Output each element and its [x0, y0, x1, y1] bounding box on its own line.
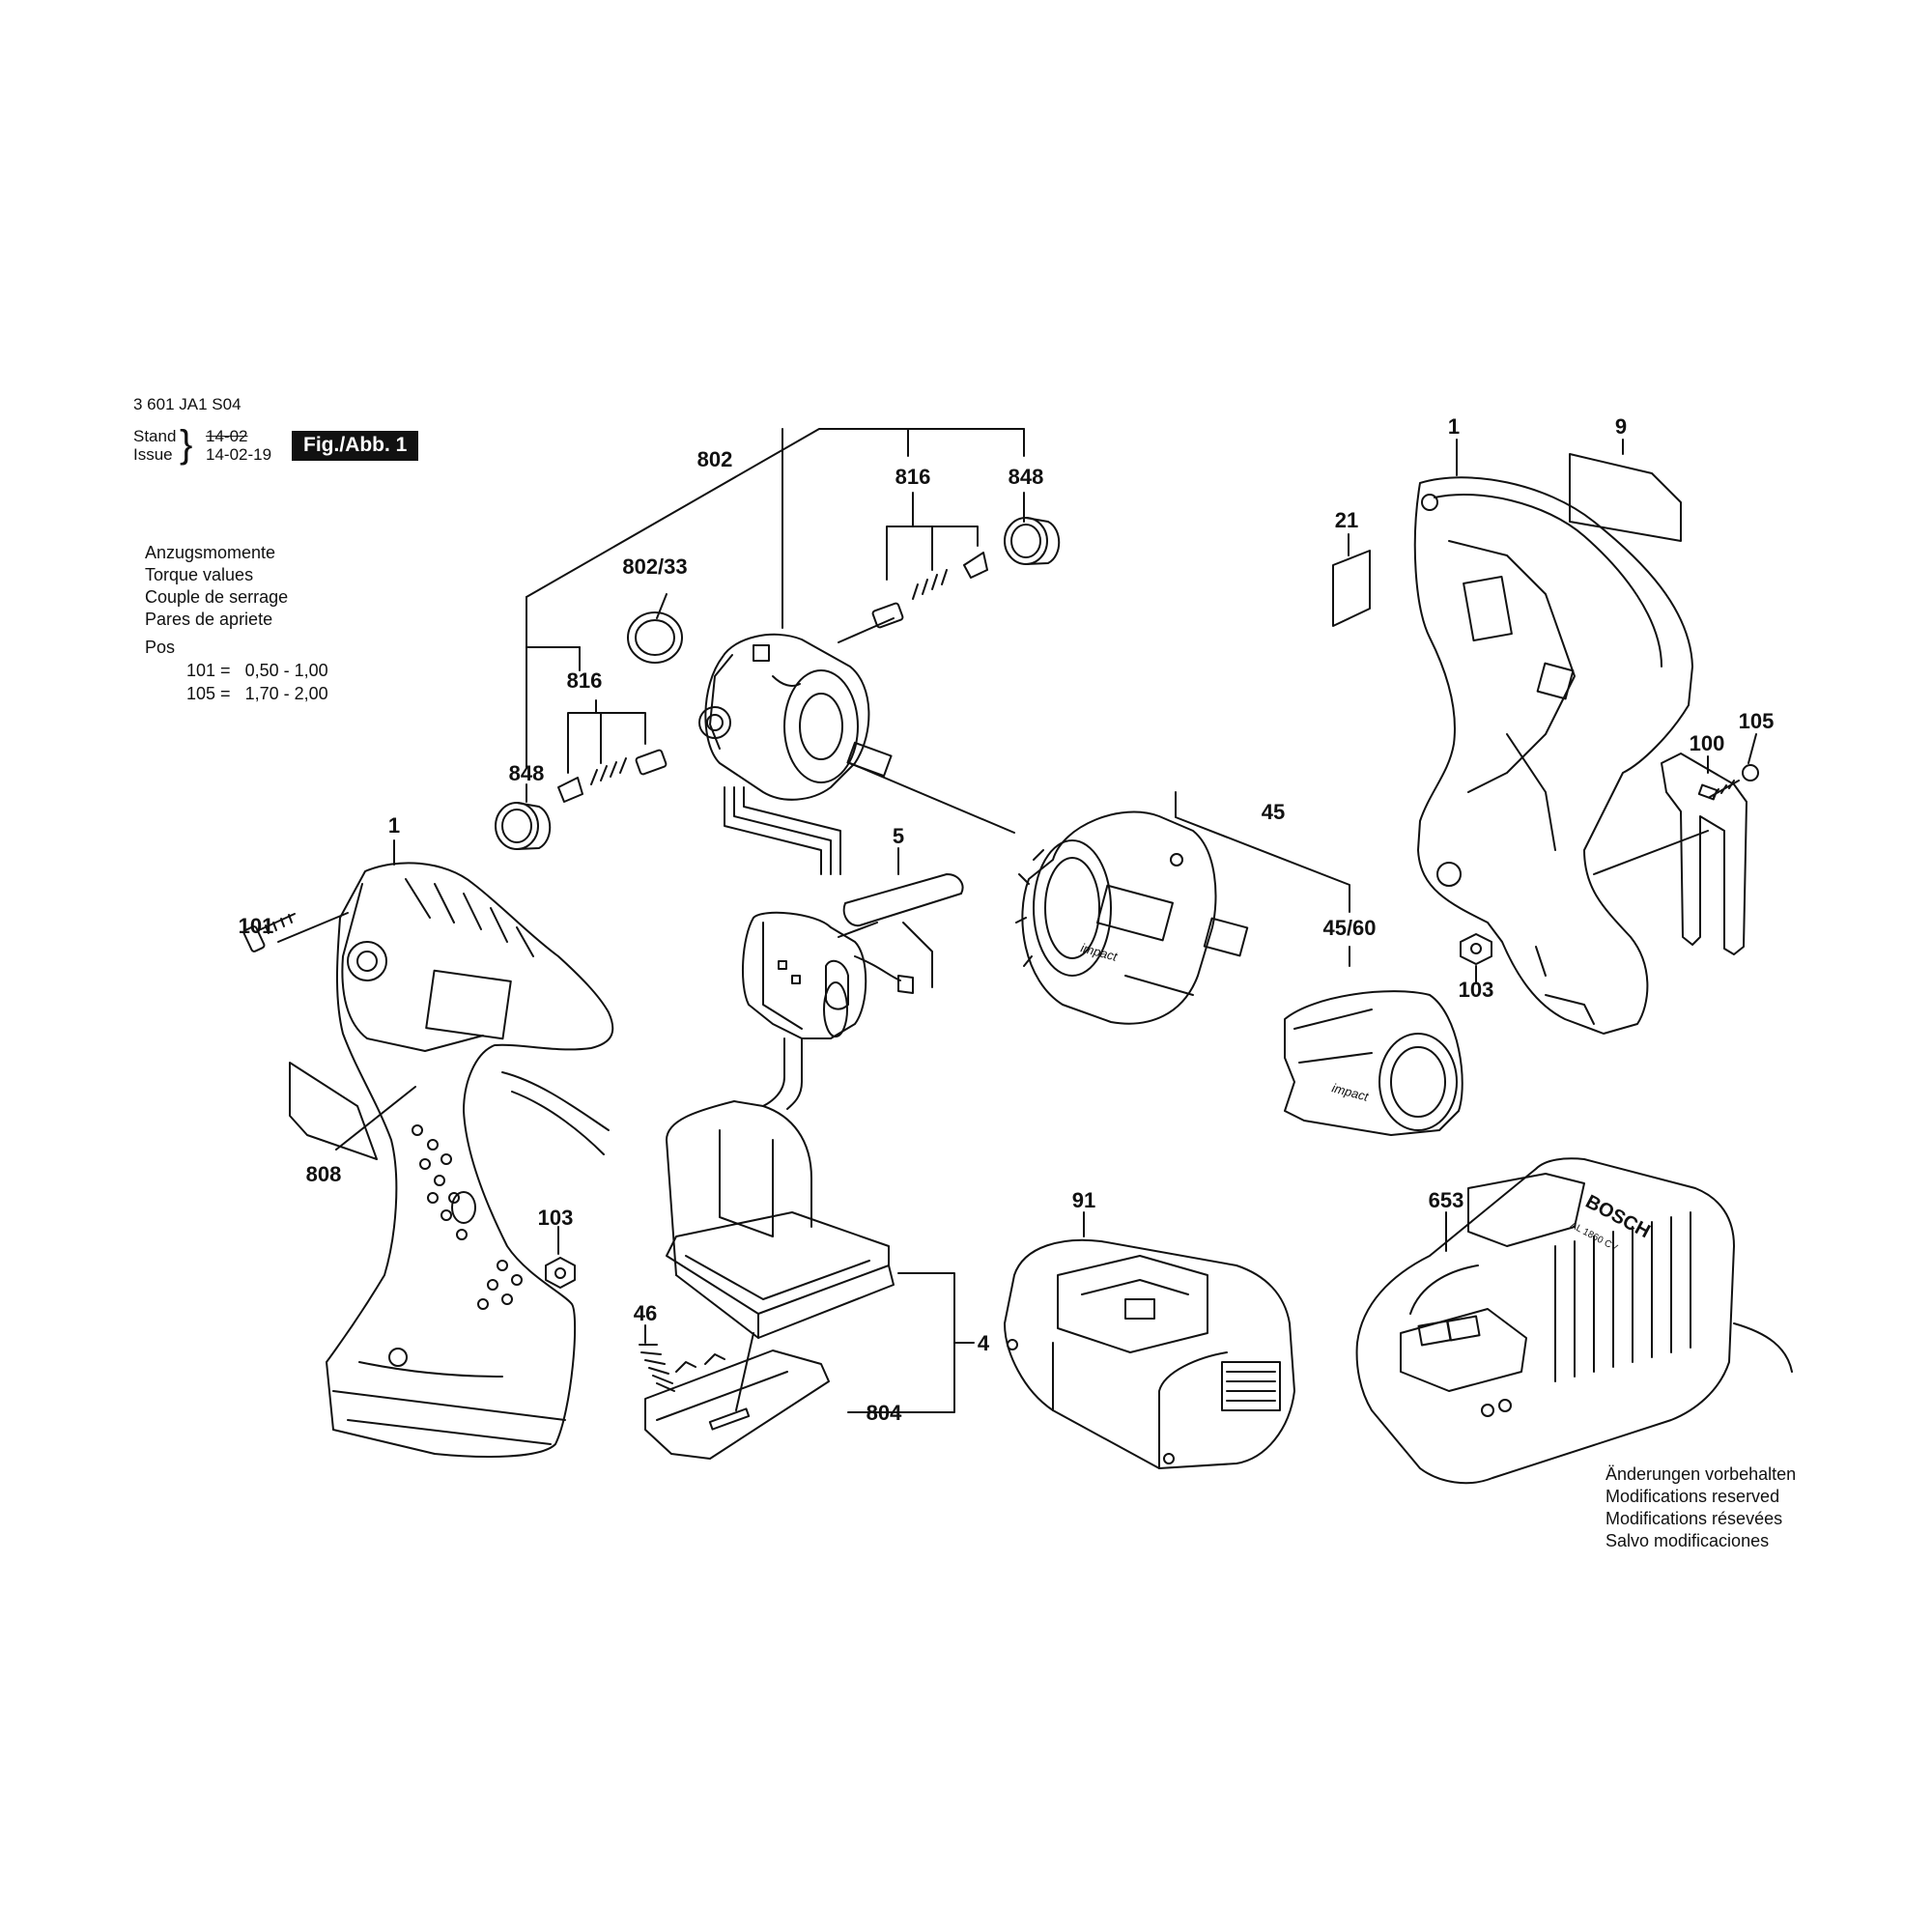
sleeve-brand-text: impact [1330, 1080, 1371, 1104]
callout-804: 804 [867, 1401, 902, 1425]
switch-4-part [666, 911, 914, 1339]
brush-set-816-left-part [557, 749, 668, 803]
cover-804-part [644, 1350, 830, 1460]
screw-101-part [242, 913, 296, 952]
gearbox-45-part [1015, 810, 1249, 1025]
label-21-part [1332, 550, 1371, 627]
torque-row: 105 = 1,70 - 2,00 [186, 684, 328, 704]
doc-number: 3 601 JA1 S04 [133, 395, 242, 413]
stand-date-old: 14-02 [206, 427, 248, 445]
callout-808: 808 [306, 1162, 342, 1186]
torque-row-pos: 101 = [186, 661, 231, 680]
bearing-848-top-part [1004, 517, 1061, 565]
callout-802-33: 802/33 [622, 554, 687, 579]
torque-heading: Anzugsmomente Torque values Couple de se… [145, 542, 288, 631]
callout-103-left: 103 [538, 1206, 574, 1230]
callout-105: 105 [1739, 709, 1775, 733]
reserved-line-de: Änderungen vorbehalten [1605, 1464, 1797, 1484]
callout-45-60: 45/60 [1322, 916, 1376, 940]
torque-line-de: Anzugsmomente [145, 543, 276, 562]
callout-91: 91 [1072, 1188, 1095, 1212]
callout-848-top: 848 [1009, 465, 1044, 489]
figure-label: Fig./Abb. 1 [292, 431, 419, 461]
screw-105-part [1709, 764, 1759, 798]
battery-91-part [1004, 1238, 1295, 1469]
callout-46: 46 [634, 1301, 657, 1325]
housing-left-part [326, 862, 614, 1458]
callout-653: 653 [1429, 1188, 1464, 1212]
issue-label: Issue [133, 445, 173, 464]
callout-103-right: 103 [1459, 978, 1494, 1002]
reserved-notice: Änderungen vorbehalten Modifications res… [1605, 1463, 1796, 1552]
callout-21: 21 [1335, 508, 1358, 532]
callout-802: 802 [697, 447, 733, 471]
torque-line-en: Torque values [145, 565, 254, 584]
callout-9: 9 [1615, 414, 1627, 439]
grip-dots [412, 1124, 523, 1310]
callout-1-left: 1 [388, 813, 400, 838]
bearing-848-left-part [495, 802, 552, 850]
reserved-line-es: Salvo modificaciones [1605, 1531, 1770, 1550]
torque-row-value: 0,50 - 1,00 [244, 661, 328, 680]
torque-row: 101 = 0,50 - 1,00 [186, 661, 328, 681]
label-808-part [289, 1062, 378, 1160]
sleeve-45-60-part [1284, 990, 1463, 1136]
nut-103-left-part [545, 1257, 576, 1289]
torque-row-pos: 105 = [186, 684, 231, 703]
callout-816-left: 816 [567, 668, 603, 693]
issue-date: 14-02-19 [206, 445, 272, 464]
reserved-line-en: Modifications reserved [1605, 1487, 1780, 1506]
label-5-part [842, 873, 964, 927]
callout-4: 4 [978, 1331, 990, 1355]
callout-101: 101 [239, 914, 274, 938]
leader-lines [277, 428, 1757, 1413]
label-9-part [1569, 453, 1682, 542]
callout-848-left: 848 [509, 761, 545, 785]
gearbox-brand-text: impact [1079, 940, 1120, 964]
torque-line-fr: Couple de serrage [145, 587, 289, 607]
reserved-line-fr: Modifications résevées [1605, 1509, 1783, 1528]
bracket-icon: } [180, 423, 193, 466]
callout-1-right: 1 [1448, 414, 1460, 439]
callout-5: 5 [893, 824, 904, 848]
callout-816-top: 816 [895, 465, 931, 489]
callout-45: 45 [1262, 800, 1285, 824]
spring-46-part [639, 1344, 675, 1392]
nut-103-right-part [1460, 933, 1492, 965]
callout-100: 100 [1690, 731, 1725, 755]
oring-802-33-part [627, 611, 683, 664]
housing-right-part [1413, 476, 1693, 1035]
stand-label: Stand [133, 427, 177, 445]
torque-line-es: Pares de apriete [145, 610, 273, 629]
brush-set-816-top-part [871, 552, 988, 629]
torque-pos-label: Pos [145, 638, 176, 657]
motor-802-part [698, 633, 893, 875]
charger-653-part [1355, 1157, 1793, 1485]
torque-row-value: 1,70 - 2,00 [244, 684, 328, 703]
